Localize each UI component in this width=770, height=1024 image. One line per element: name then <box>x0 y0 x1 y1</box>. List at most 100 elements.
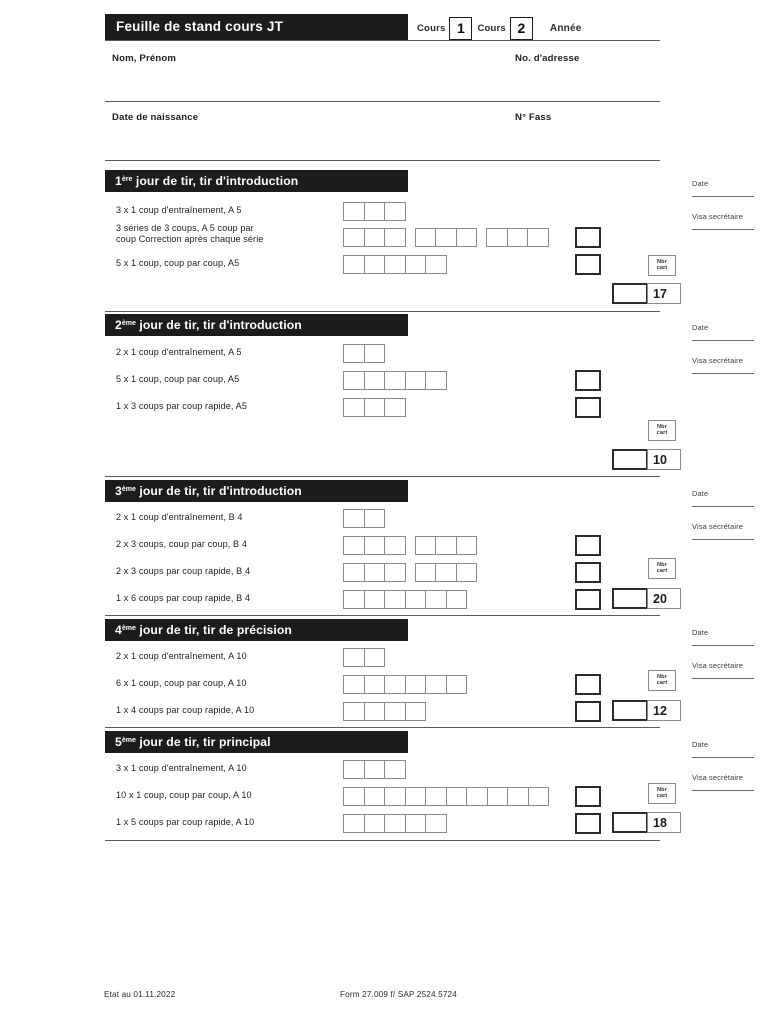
shot-box[interactable] <box>343 675 365 694</box>
visa-writeline[interactable] <box>692 229 754 230</box>
shot-box[interactable] <box>486 228 508 247</box>
date-writeline[interactable] <box>692 506 754 507</box>
shot-box[interactable] <box>414 563 436 582</box>
date-writeline[interactable] <box>692 340 754 341</box>
shot-box[interactable] <box>363 536 385 555</box>
row-score-box[interactable] <box>575 589 601 610</box>
shot-box[interactable] <box>404 675 426 694</box>
shot-box[interactable] <box>404 371 426 390</box>
shot-box[interactable] <box>404 814 426 833</box>
shot-box[interactable] <box>414 536 436 555</box>
section-total-input[interactable] <box>612 700 648 721</box>
cours-1-box[interactable]: 1 <box>449 16 473 40</box>
shot-box[interactable] <box>363 648 385 667</box>
date-writeline[interactable] <box>692 757 754 758</box>
shot-box[interactable] <box>363 509 385 528</box>
shot-box[interactable] <box>507 787 529 806</box>
shot-box[interactable] <box>363 371 385 390</box>
shot-box[interactable] <box>384 702 406 721</box>
row-score-box[interactable] <box>575 227 601 248</box>
visa-writeline[interactable] <box>692 790 754 791</box>
row-score-box[interactable] <box>575 562 601 583</box>
shot-box[interactable] <box>445 590 467 609</box>
shot-box[interactable] <box>445 787 467 806</box>
shot-box[interactable] <box>506 228 528 247</box>
shot-box[interactable] <box>363 228 385 247</box>
shot-box[interactable] <box>404 590 426 609</box>
shot-box[interactable] <box>486 787 508 806</box>
shot-box[interactable] <box>384 202 406 221</box>
shot-box[interactable] <box>363 398 385 417</box>
shot-box[interactable] <box>466 787 488 806</box>
row-score-box[interactable] <box>575 786 601 807</box>
visa-writeline[interactable] <box>692 678 754 679</box>
shot-box[interactable] <box>455 563 477 582</box>
shot-box[interactable] <box>363 702 385 721</box>
row-score-box[interactable] <box>575 813 601 834</box>
visa-writeline[interactable] <box>692 539 754 540</box>
shot-box[interactable] <box>384 536 406 555</box>
shot-box[interactable] <box>343 702 365 721</box>
shot-box[interactable] <box>414 228 436 247</box>
shot-box[interactable] <box>343 509 365 528</box>
shot-box[interactable] <box>384 675 406 694</box>
cours-2-box[interactable]: 2 <box>509 16 533 40</box>
shot-box[interactable] <box>384 398 406 417</box>
shot-box[interactable] <box>343 344 365 363</box>
shot-box[interactable] <box>435 563 457 582</box>
shot-box[interactable] <box>425 814 447 833</box>
shot-box[interactable] <box>363 787 385 806</box>
shot-box[interactable] <box>384 760 406 779</box>
shot-box[interactable] <box>343 760 365 779</box>
row-score-box[interactable] <box>575 535 601 556</box>
shot-box[interactable] <box>343 228 365 247</box>
shot-box[interactable] <box>343 255 365 274</box>
shot-box[interactable] <box>425 787 447 806</box>
date-writeline[interactable] <box>692 196 754 197</box>
shot-box[interactable] <box>445 675 467 694</box>
shot-box[interactable] <box>384 814 406 833</box>
shot-box[interactable] <box>343 814 365 833</box>
section-total-input[interactable] <box>612 812 648 833</box>
shot-box[interactable] <box>343 787 365 806</box>
shot-box[interactable] <box>455 228 477 247</box>
row-score-box[interactable] <box>575 397 601 418</box>
shot-box[interactable] <box>343 536 365 555</box>
shot-box[interactable] <box>425 675 447 694</box>
shot-box[interactable] <box>343 648 365 667</box>
shot-box[interactable] <box>343 398 365 417</box>
shot-box[interactable] <box>404 787 426 806</box>
shot-box[interactable] <box>363 675 385 694</box>
section-total-input[interactable] <box>612 588 648 609</box>
shot-box[interactable] <box>363 344 385 363</box>
shot-box[interactable] <box>363 255 385 274</box>
shot-box[interactable] <box>384 255 406 274</box>
shot-box[interactable] <box>404 702 426 721</box>
section-total-input[interactable] <box>612 283 648 304</box>
shot-box[interactable] <box>384 228 406 247</box>
shot-box[interactable] <box>343 371 365 390</box>
shot-box[interactable] <box>343 563 365 582</box>
shot-box[interactable] <box>527 787 549 806</box>
row-score-box[interactable] <box>575 254 601 275</box>
shot-box[interactable] <box>425 371 447 390</box>
row-score-box[interactable] <box>575 370 601 391</box>
row-score-box[interactable] <box>575 701 601 722</box>
shot-box[interactable] <box>384 371 406 390</box>
shot-box[interactable] <box>435 536 457 555</box>
shot-box[interactable] <box>363 202 385 221</box>
shot-box[interactable] <box>363 563 385 582</box>
shot-box[interactable] <box>343 590 365 609</box>
shot-box[interactable] <box>404 255 426 274</box>
date-writeline[interactable] <box>692 645 754 646</box>
shot-box[interactable] <box>527 228 549 247</box>
shot-box[interactable] <box>425 255 447 274</box>
shot-box[interactable] <box>435 228 457 247</box>
shot-box[interactable] <box>384 590 406 609</box>
shot-box[interactable] <box>384 787 406 806</box>
row-score-box[interactable] <box>575 674 601 695</box>
shot-box[interactable] <box>363 590 385 609</box>
shot-box[interactable] <box>425 590 447 609</box>
section-total-input[interactable] <box>612 449 648 470</box>
shot-box[interactable] <box>384 563 406 582</box>
